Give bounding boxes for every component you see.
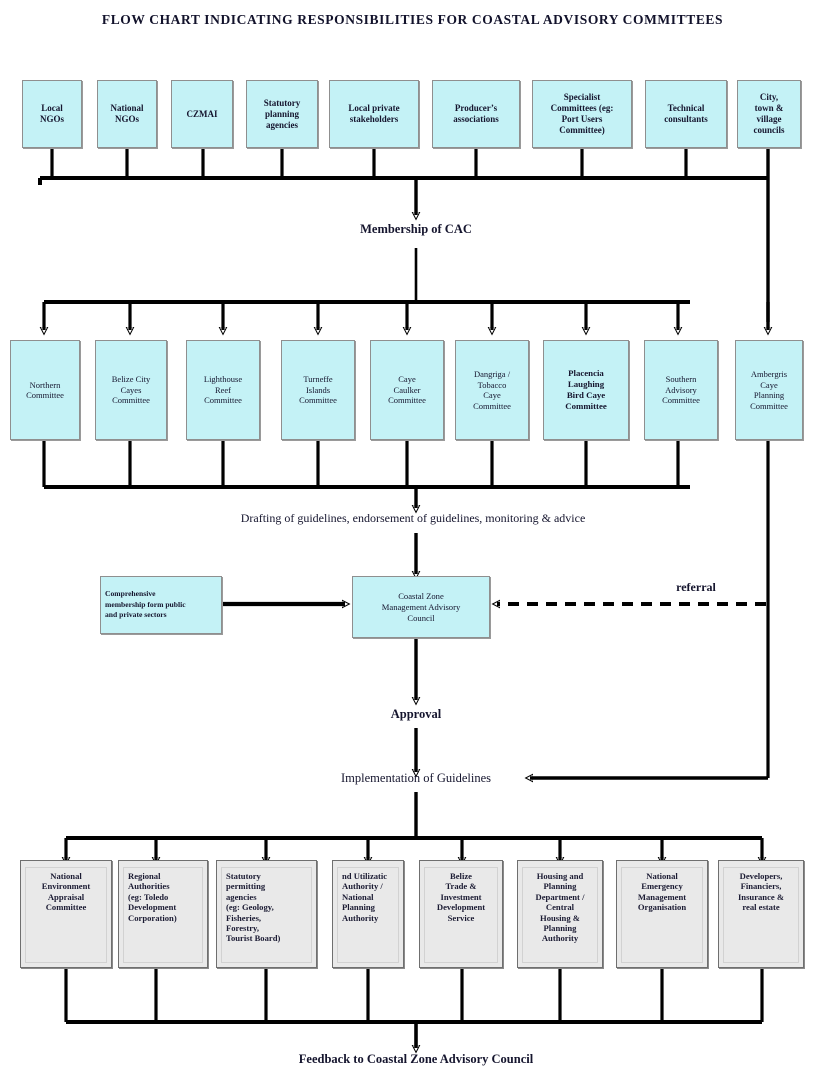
- page-title: FLOW CHART INDICATING RESPONSIBILITIES F…: [101, 12, 724, 27]
- box-inner-frame: Developers,Financiers,Insurance &real es…: [723, 867, 799, 963]
- referral-label: referral: [676, 580, 716, 594]
- implementation-of-guidelines-label: Implementation of Guidelines: [341, 771, 491, 785]
- membership-of-cac-label: Membership of CAC: [360, 222, 472, 236]
- implementer-drops: [66, 838, 762, 860]
- drafting-guidelines-label: Drafting of guidelines, endorsement of g…: [240, 511, 586, 525]
- feedback-label: Feedback to Coastal Zone Advisory Counci…: [298, 1052, 534, 1066]
- implementer-label: Developers,Financiers,Insurance &real es…: [737, 871, 785, 913]
- stakeholder-box-czmai[interactable]: CZMAI: [171, 80, 233, 148]
- approval-label: Approval: [390, 707, 442, 721]
- stakeholder-label: CZMAI: [186, 108, 218, 119]
- stakeholder-stubs: [50, 148, 688, 178]
- committee-out-stubs: [42, 440, 680, 487]
- committee-drops: [44, 302, 678, 330]
- implementer-box-developers[interactable]: Developers,Financiers,Insurance &real es…: [718, 860, 804, 968]
- implementer-out-stubs: [64, 968, 764, 1022]
